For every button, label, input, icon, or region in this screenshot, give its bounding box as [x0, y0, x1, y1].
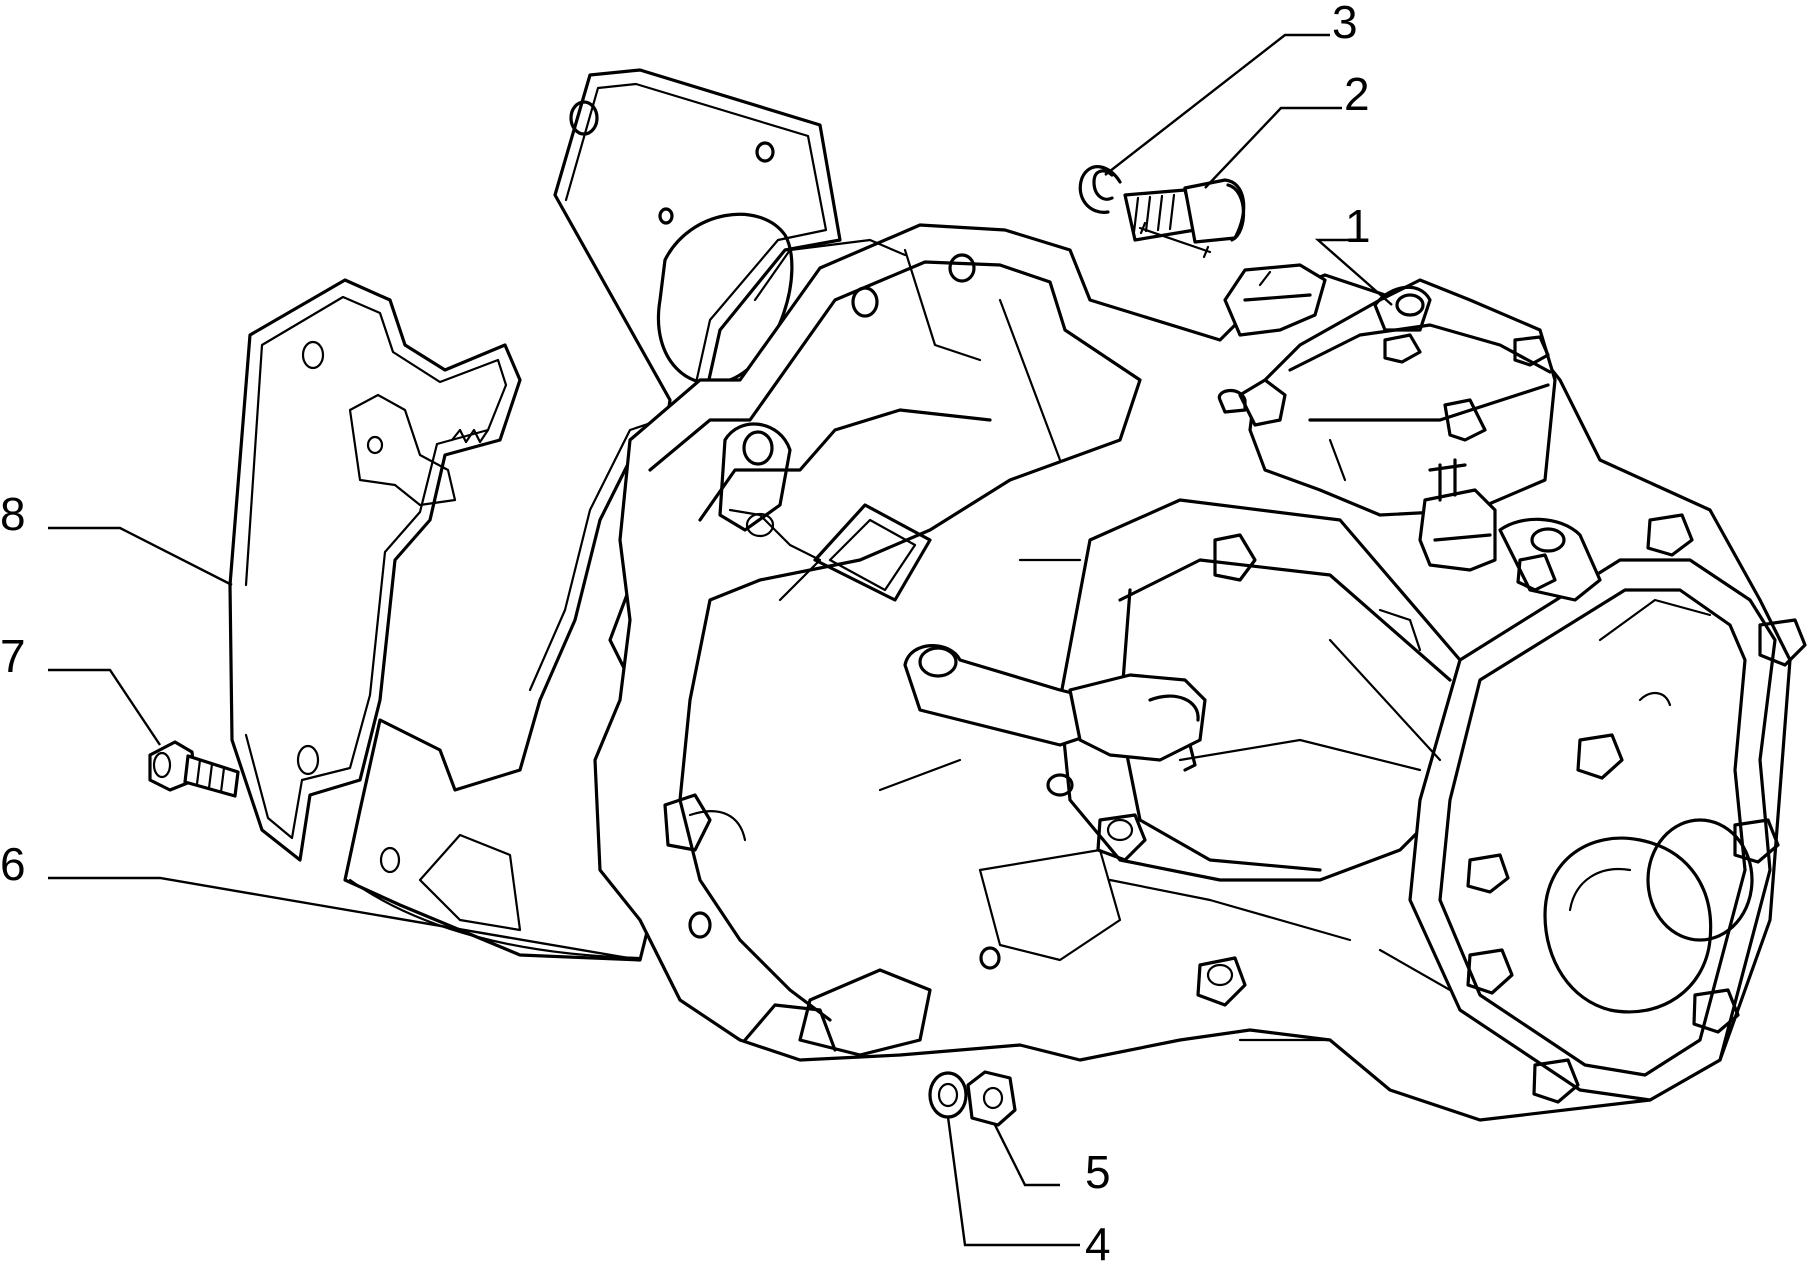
leader-5: [993, 1124, 1060, 1187]
leader-4: [946, 1116, 1080, 1247]
callout-5: 5: [1085, 1146, 1111, 1198]
part-5-nut: [966, 1070, 1017, 1127]
callout-7: 7: [0, 630, 26, 682]
callout-4: 4: [1085, 1218, 1111, 1262]
part-2-bolt: [1123, 178, 1246, 259]
leader-7: [48, 668, 161, 746]
part-3-washer: [1078, 165, 1122, 214]
part-4-washer: [928, 1071, 968, 1119]
gearbox-casing: [593, 223, 1807, 1122]
callout-8: 8: [0, 488, 26, 540]
leader-3: [1104, 33, 1330, 176]
leader-1: [1314, 238, 1393, 306]
leader-lines: [48, 33, 1393, 1247]
leader-8: [48, 526, 233, 587]
callout-6: 6: [0, 838, 26, 890]
part-8-plate: [228, 278, 522, 862]
part-7-screw: [148, 740, 240, 798]
callout-1: 1: [1345, 200, 1371, 252]
callout-2: 2: [1344, 68, 1370, 120]
callout-labels: 1 2 3 4 5 6 7 8: [0, 0, 1371, 1262]
leader-6: [48, 876, 641, 962]
leader-2: [1204, 106, 1342, 189]
callout-3: 3: [1332, 0, 1358, 48]
